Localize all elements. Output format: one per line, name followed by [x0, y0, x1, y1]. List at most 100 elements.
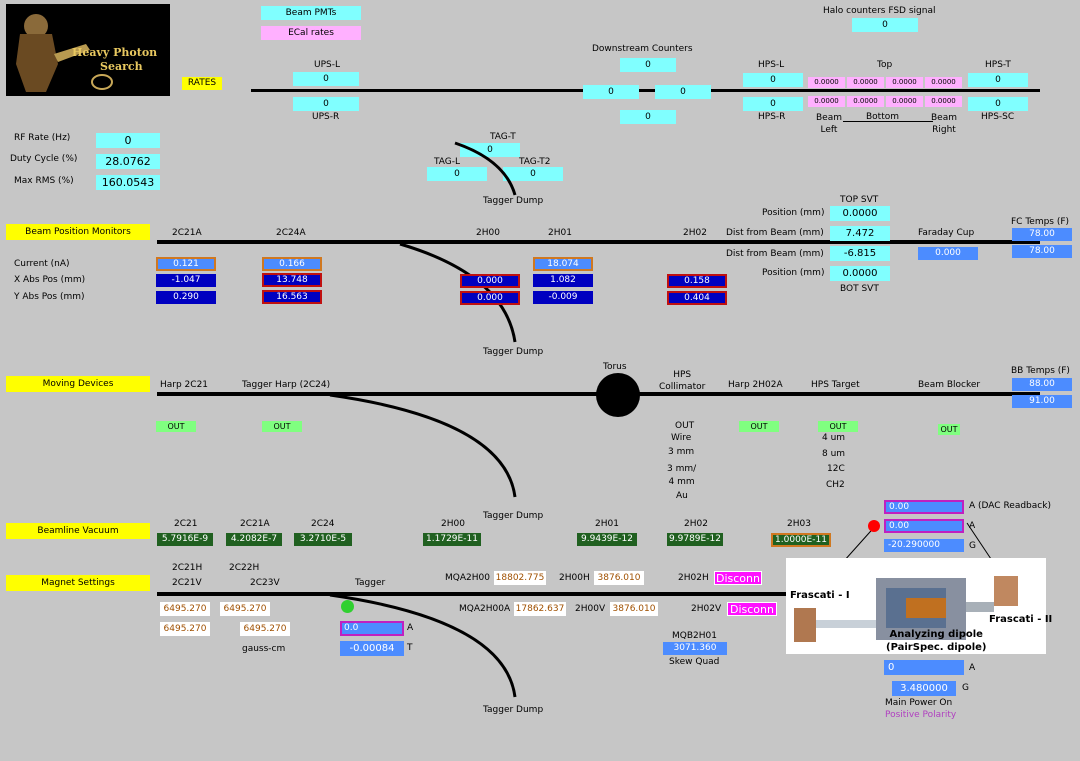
svt-top-dist-label: Dist from Beam (mm)	[726, 228, 824, 238]
svt-bot-dist-value: -6.815	[830, 246, 890, 261]
downstream-left: 0	[583, 85, 639, 99]
bpm-2h00-x: 0.000	[460, 274, 520, 288]
top-value-2: 0.0000	[847, 77, 884, 88]
tag-l-value: 0	[427, 167, 487, 181]
collimator-opt-au[interactable]: Au	[676, 491, 688, 501]
bpm-2c21a-x: -1.047	[156, 274, 216, 287]
vacuum-2c24: 3.2710E-5	[294, 533, 352, 546]
2h00h-value[interactable]: 3876.010	[594, 571, 644, 585]
max-rms-value: 160.0543	[96, 175, 160, 190]
dac-current-unit: A	[969, 521, 976, 531]
target-opt-4um[interactable]: 4 um	[822, 433, 846, 443]
collimator-opt-wire[interactable]: Wire	[671, 433, 692, 443]
svt-top-pos-value: 0.0000	[830, 206, 890, 221]
frascati-2-label: Frascati - II	[989, 614, 1053, 625]
duty-cycle-value: 28.0762	[96, 154, 160, 169]
logo-line1: Heavy Photon	[72, 46, 158, 59]
main-power-label: Main Power On	[885, 698, 953, 708]
bpm-2c21a-current: 0.121	[156, 257, 216, 271]
halo-value: 0	[852, 18, 918, 32]
magnet-settings-section-label[interactable]: Magnet Settings	[6, 575, 150, 591]
tagger-current-unit: A	[407, 623, 414, 633]
svt-top-dist-value: 7.472	[830, 226, 890, 241]
vacuum-name-2c21a: 2C21A	[240, 519, 270, 529]
target-opt-ch2[interactable]: CH2	[826, 480, 845, 490]
collimator-opt-out[interactable]: OUT	[675, 421, 695, 431]
bpm-2c24a-y: 16.563	[262, 290, 322, 304]
dipole-current-unit: A	[969, 663, 976, 673]
mqa2h00-value[interactable]: 18802.775	[494, 571, 546, 585]
hps-target-state[interactable]: OUT	[818, 421, 858, 432]
2h02v-label: 2H02V	[691, 604, 722, 614]
bpm-2h00-y: 0.000	[460, 291, 520, 305]
tag-t-label: TAG-T	[490, 132, 516, 142]
rates-button[interactable]: RATES	[182, 77, 222, 90]
dipole-image: Frascati - I Frascati - II Analyzing dip…	[786, 558, 1052, 654]
moving-devices-section-label[interactable]: Moving Devices	[6, 376, 150, 392]
tagger-harp-state[interactable]: OUT	[262, 421, 302, 432]
dipole-current-value: 0	[884, 660, 964, 675]
magnet-beamline	[157, 592, 787, 596]
bottom-label: Bottom	[866, 112, 900, 122]
beam-pmts-button[interactable]: Beam PMTs	[261, 6, 361, 20]
fc-temp-2: 78.00	[1012, 245, 1072, 258]
mqb2h01-label: MQB2H01	[672, 631, 717, 641]
top-value-3: 0.0000	[886, 77, 923, 88]
bpm-2h01-x: 1.082	[533, 274, 593, 287]
2h00v-value[interactable]: 3876.010	[610, 602, 658, 616]
tag-t2-value: 0	[503, 167, 563, 181]
harp-2h02a-state[interactable]: OUT	[739, 421, 779, 432]
tagger-dump-label-1: Tagger Dump	[483, 196, 544, 206]
collimator-opt-3-4mm[interactable]: 3 mm/ 4 mm	[667, 464, 697, 487]
dipole-status-indicator	[868, 520, 880, 532]
hps-t-label: HPS-T	[985, 60, 1011, 70]
harp-2c21-state[interactable]: OUT	[156, 421, 196, 432]
vacuum-name-2h00: 2H00	[441, 519, 465, 529]
target-opt-12c[interactable]: 12C	[827, 464, 845, 474]
bpm-col-2c24a: 2C24A	[276, 228, 306, 238]
bottom-value-3: 0.0000	[886, 96, 923, 107]
tagger-field-unit: T	[407, 643, 413, 653]
bpm-col-2h00: 2H00	[476, 228, 500, 238]
bb-temp-2: 91.00	[1012, 395, 1072, 408]
beamline-vacuum-section-label[interactable]: Beamline Vacuum	[6, 523, 150, 539]
collimator-opt-3mm[interactable]: 3 mm	[668, 447, 695, 457]
fc-temps-label: FC Temps (F)	[1011, 217, 1070, 227]
tagger-dump-label-4: Tagger Dump	[483, 705, 544, 715]
magnet-2c22h-value[interactable]: 6495.270	[220, 602, 270, 616]
ups-r-value: 0	[293, 97, 359, 111]
dac-current-value[interactable]: 0.00	[884, 519, 964, 533]
max-rms-label: Max RMS (%)	[14, 176, 74, 186]
bpm-2h02-y: 0.404	[667, 291, 727, 305]
bpm-section-label[interactable]: Beam Position Monitors	[6, 224, 150, 240]
magnet-2c21v-value[interactable]: 6495.270	[160, 622, 210, 636]
bottom-value-4: 0.0000	[925, 96, 962, 107]
tag-l-label: TAG-L	[434, 157, 461, 167]
mqa2h00a-value[interactable]: 17862.637	[514, 602, 566, 616]
bb-temps-label: BB Temps (F)	[1011, 366, 1070, 376]
beam-right-label: Beam Right	[931, 113, 957, 135]
magnet-2c21h-label: 2C21H	[172, 563, 203, 573]
bottom-value-2: 0.0000	[847, 96, 884, 107]
mqa2h00a-label: MQA2H00A	[459, 604, 511, 614]
ecal-rates-button[interactable]: ECal rates	[261, 26, 361, 40]
2h00h-label: 2H00H	[559, 573, 590, 583]
vacuum-name-2h03: 2H03	[787, 519, 811, 529]
collimator-label: HPS Collimator	[659, 370, 706, 392]
magnet-2c21h-value[interactable]: 6495.270	[160, 602, 210, 616]
bpm-col-2h02: 2H02	[683, 228, 707, 238]
bpm-col-2c21a: 2C21A	[172, 228, 202, 238]
rf-rate-value: 0	[96, 133, 160, 148]
target-opt-8um[interactable]: 8 um	[822, 449, 846, 459]
vacuum-2c21a: 4.2082E-7	[226, 533, 282, 546]
tag-t2-label: TAG-T2	[519, 157, 551, 167]
vacuum-name-2c21: 2C21	[174, 519, 198, 529]
magnet-2c23v-value[interactable]: 6495.270	[240, 622, 290, 636]
tagger-field-value: -0.00084	[340, 641, 404, 656]
svt-top-pos-label: Position (mm)	[762, 208, 825, 218]
tagger-current-input[interactable]: 0.0	[340, 621, 404, 636]
beam-blocker-state[interactable]: OUT	[938, 424, 960, 435]
logo-figure-icon	[16, 14, 113, 92]
dipole-apparatus-icon	[794, 576, 1018, 642]
vacuum-2h03: 1.0000E-11	[771, 533, 831, 547]
